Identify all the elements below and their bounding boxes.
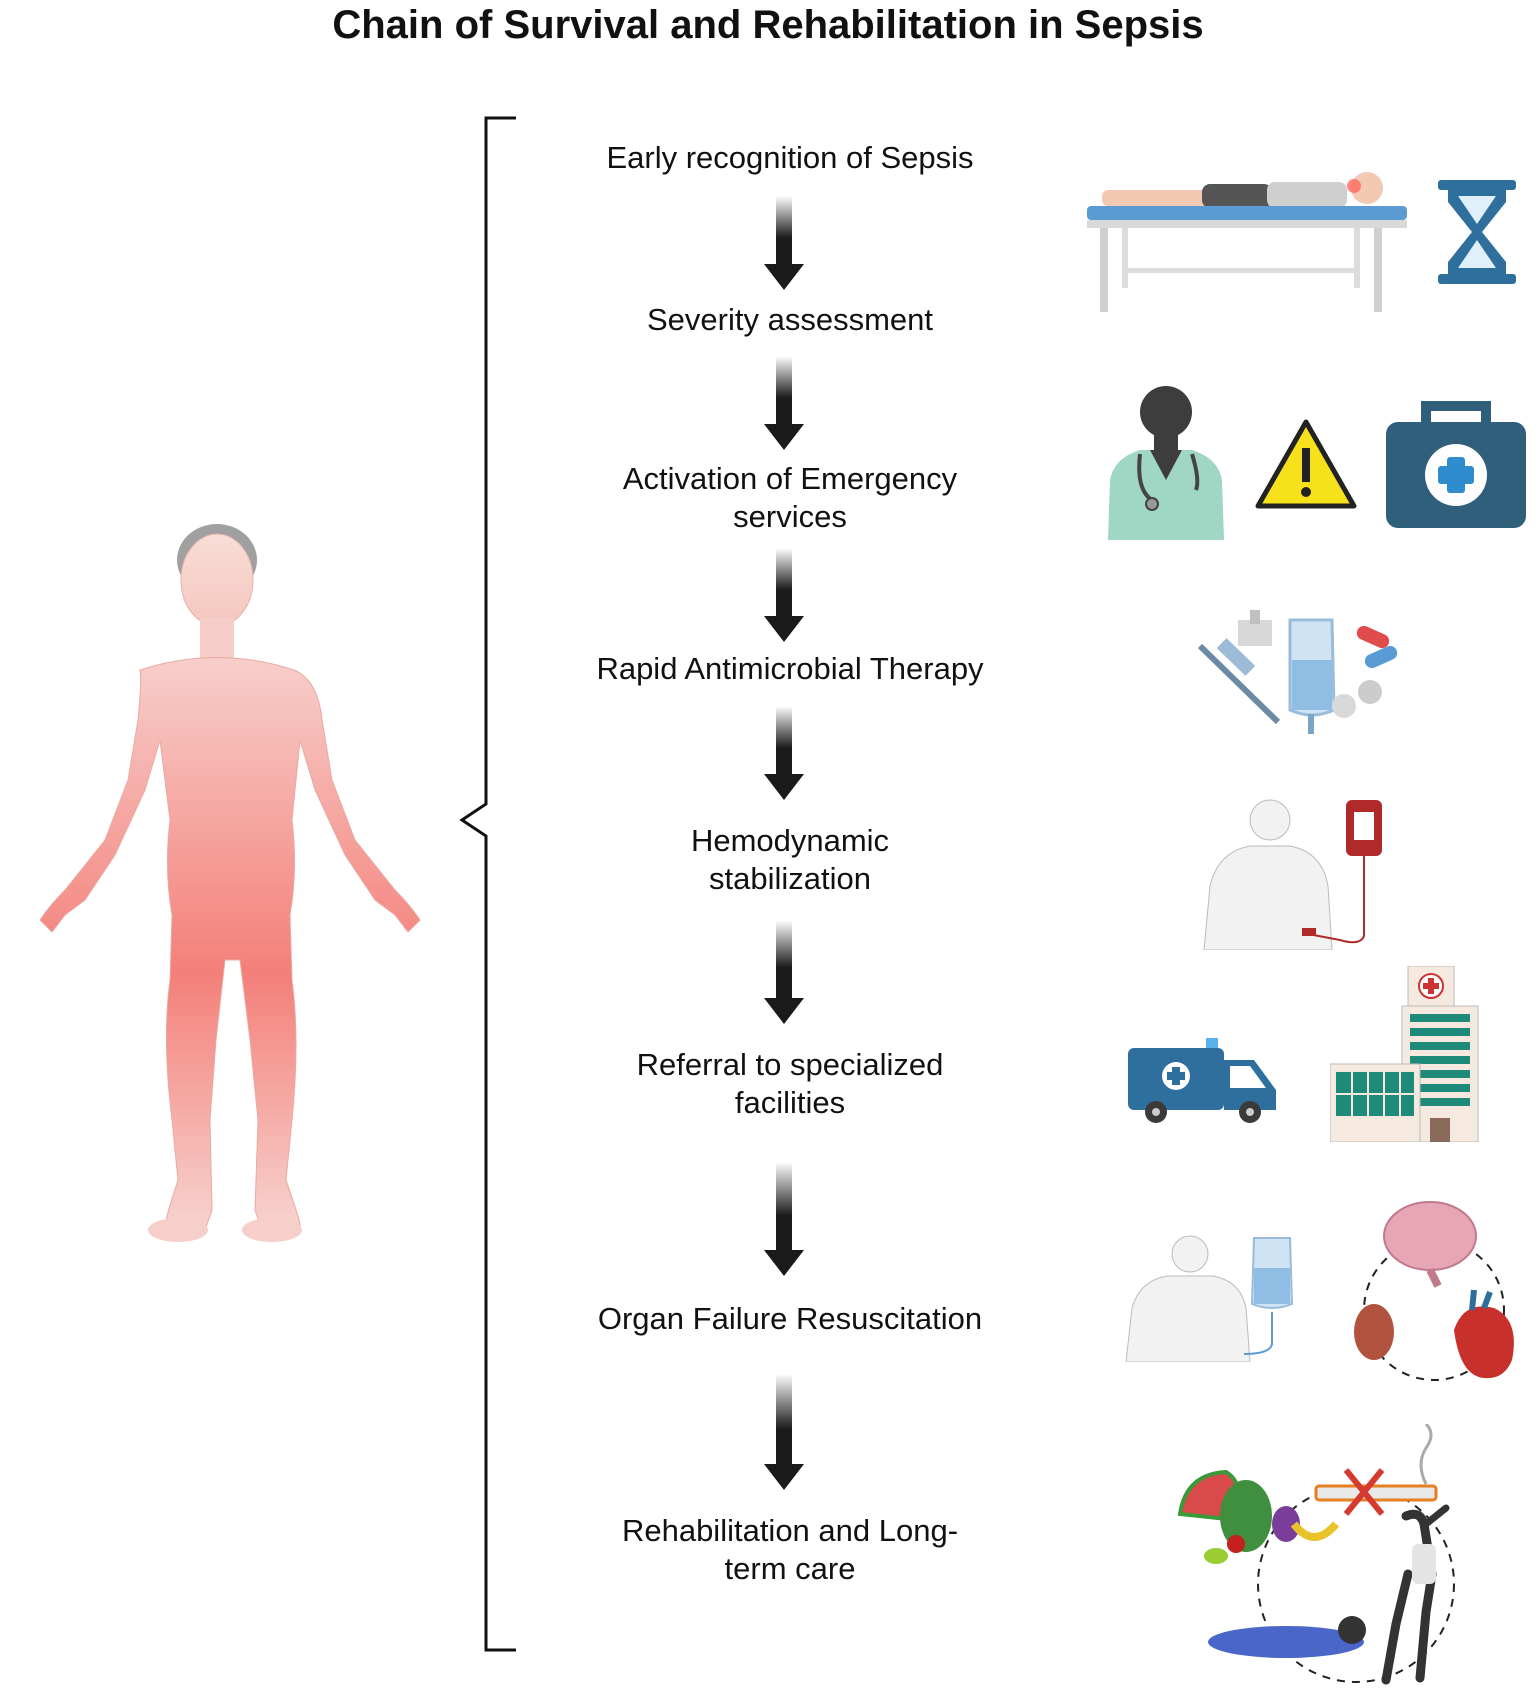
- healthy-lifestyle-icon: [1176, 1424, 1466, 1686]
- flow-arrow: [754, 706, 814, 802]
- medication-icon: [1194, 610, 1408, 740]
- step-referral-facilities: Referral to specialized facilities: [636, 1047, 944, 1120]
- first-aid-kit-icon: [1384, 400, 1528, 530]
- step-organ-failure: Organ Failure Resuscitation: [597, 1301, 983, 1336]
- ambulance-icon: [1126, 1030, 1278, 1124]
- organs-icon: [1344, 1200, 1524, 1384]
- blood-transfusion-icon: [1200, 796, 1386, 950]
- step-antimicrobial-therapy: Rapid Antimicrobial Therapy: [596, 651, 984, 686]
- flow-arrow: [754, 1374, 814, 1492]
- hourglass-icon: [1436, 178, 1518, 286]
- flow-arrow: [754, 196, 814, 292]
- flow-arrow: [754, 1162, 814, 1278]
- warning-icon: [1254, 418, 1358, 510]
- human-body-figure: [0, 520, 440, 1300]
- flow-arrow: [754, 548, 814, 644]
- hospital-icon: [1330, 966, 1480, 1142]
- step-early-recognition: Early recognition of Sepsis: [606, 140, 974, 175]
- grouping-bracket: [450, 110, 530, 1670]
- flow-arrow: [754, 356, 814, 452]
- step-severity-assessment: Severity assessment: [647, 302, 933, 337]
- diagram-title: Chain of Survival and Rehabilitation in …: [332, 3, 1204, 47]
- step-rehabilitation: Rehabilitation and Long- term care: [621, 1513, 959, 1586]
- step-hemodynamic-stabilization: Hemodynamic stabilization: [690, 823, 890, 896]
- patient-on-bed-icon: [1082, 160, 1412, 316]
- step-activation-emergency: Activation of Emergency services: [622, 461, 958, 534]
- iv-drip-patient-icon: [1124, 1232, 1300, 1362]
- doctor-icon: [1100, 380, 1232, 540]
- flow-arrow: [754, 920, 814, 1026]
